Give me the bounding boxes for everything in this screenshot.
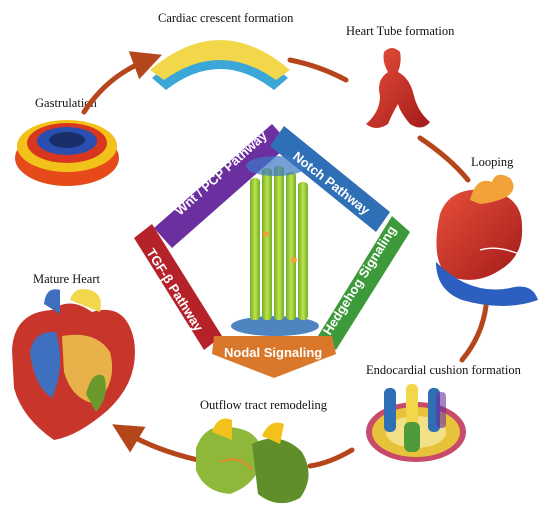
mature-heart-illustration xyxy=(12,289,135,440)
arrow-cushion-to-outflow xyxy=(307,447,355,469)
nodal-signaling-banner xyxy=(212,336,336,378)
nodal-signaling-text: Nodal Signaling xyxy=(224,345,322,360)
tgfb-pathway-banner xyxy=(134,224,222,350)
label-gastrulation: Gastrulation xyxy=(35,96,97,110)
notch-pathway-text: Notch Pathway xyxy=(290,149,373,219)
wnt-pathway-text: Wnt / PCP Pathway xyxy=(172,127,270,218)
label-cardiac-crescent: Cardiac crescent formation xyxy=(158,11,294,25)
cardiac-crescent-illustration xyxy=(150,40,290,90)
tgfb-pathway-text: TGF-β Pathway xyxy=(143,246,206,335)
heart-tube-illustration xyxy=(366,48,430,128)
label-heart-tube: Heart Tube formation xyxy=(346,24,455,38)
gastrulation-illustration xyxy=(15,120,119,186)
notch-pathway-banner xyxy=(270,126,390,232)
label-looping: Looping xyxy=(471,155,514,169)
central-tubes-illustration xyxy=(231,156,319,336)
label-endocardial-cushion: Endocardial cushion formation xyxy=(366,363,521,377)
endocardial-cushion-illustration xyxy=(366,384,466,462)
hedgehog-signaling-text: Hedgehog Signaling xyxy=(320,223,399,338)
label-outflow-tract: Outflow tract remodeling xyxy=(200,398,328,412)
wnt-pathway-banner xyxy=(154,124,290,248)
hedgehog-signaling-banner xyxy=(318,216,410,350)
arrow-tube-to-looping xyxy=(417,135,471,183)
looping-illustration xyxy=(436,174,538,306)
arrow-crescent-to-tube xyxy=(287,57,349,83)
label-mature-heart: Mature Heart xyxy=(33,272,100,286)
signaling-diamond xyxy=(134,124,410,378)
arrow-outflow-to-mature xyxy=(112,424,201,463)
outflow-tract-illustration xyxy=(196,418,309,504)
arrow-looping-to-cushion xyxy=(459,303,489,363)
